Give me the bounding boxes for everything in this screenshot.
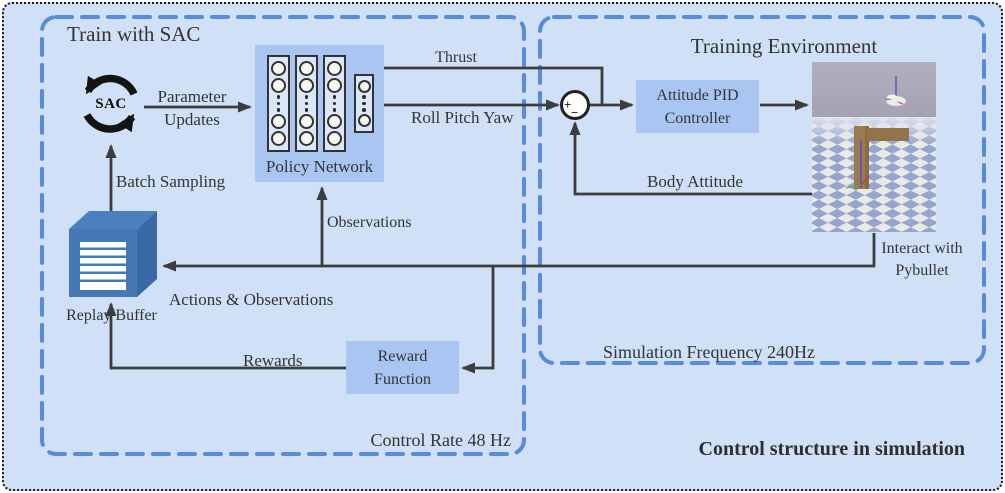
neuron	[299, 61, 314, 76]
neuron	[327, 61, 342, 76]
neuron	[271, 131, 286, 146]
neuron	[271, 113, 286, 129]
neuron	[271, 78, 286, 94]
thrust-label: Thrust	[435, 49, 477, 66]
ellipsis-dots	[362, 95, 366, 112]
edge-to-reward-function	[461, 266, 495, 374]
nn-layer-1	[267, 55, 290, 152]
env-box-border	[538, 15, 986, 365]
ellipsis-dots	[304, 95, 309, 112]
rewards-label: Rewards	[243, 351, 303, 370]
body-attitude-label: Body Attitude	[647, 172, 743, 191]
reward-function-node: Reward Function	[346, 341, 459, 394]
pybullet-3d-scene	[812, 62, 936, 232]
neuron	[357, 114, 371, 127]
nn-layer-2	[295, 55, 318, 152]
nn-layer-3	[323, 55, 346, 152]
control-rate-label: Control Rate 48 Hz	[370, 430, 511, 450]
storage-box-icon	[69, 211, 157, 297]
interact-pybullet-label-line1: Interact with	[881, 240, 963, 257]
env-box-title: Training Environment	[690, 34, 878, 58]
attitude-pid-node: Attitude PID Controller	[636, 80, 759, 133]
neuron	[327, 78, 342, 94]
replay-buffer-label: Replay Buffer	[66, 307, 157, 324]
sum-plus-sign: +	[564, 97, 572, 112]
neuron	[327, 113, 342, 129]
train-box-title: Train with SAC	[67, 22, 201, 46]
diagram-caption: Control structure in simulation	[698, 438, 966, 460]
policy-network-label: Policy Network	[265, 157, 374, 176]
interact-pybullet-label-line2: Pybullet	[895, 262, 949, 279]
edge-rewards	[105, 302, 346, 370]
neuron	[357, 80, 371, 93]
actions-observations-label: Actions & Observations	[169, 290, 334, 309]
pid-label-line2: Controller	[664, 109, 731, 127]
nn-layer-4	[354, 74, 374, 133]
observations-label: Observations	[327, 214, 412, 231]
sac-cycle-icon	[83, 74, 138, 133]
neuron	[299, 78, 314, 94]
edge-body-attitude	[569, 121, 812, 196]
drone-marker	[884, 76, 907, 107]
parameter-updates-label-line2: Updates	[164, 110, 220, 129]
simulation-frequency-label: Simulation Frequency 240Hz	[603, 342, 815, 362]
plus-minus-circle-icon	[560, 90, 590, 120]
neuron	[327, 131, 342, 146]
train-box-border	[40, 15, 526, 456]
policy-network-node: Policy Network	[255, 45, 384, 182]
batch-sampling-label: Batch Sampling	[116, 172, 226, 191]
diagram-shapes-layer	[40, 15, 986, 456]
ellipsis-dots	[332, 95, 337, 112]
reward-label-line1: Reward	[377, 347, 428, 365]
edge-interact-pybullet	[162, 233, 876, 272]
sum-minus-sign: −	[571, 105, 579, 120]
wooden-pendulum	[845, 126, 909, 189]
ellipsis-dots	[276, 95, 281, 112]
edge-thrust	[382, 66, 604, 105]
roll-pitch-yaw-label: Roll Pitch Yaw	[411, 108, 514, 127]
sac-label: SAC	[95, 96, 127, 112]
reward-label-line2: Function	[374, 370, 431, 388]
neuron	[271, 61, 286, 76]
pid-label-line1: Attitude PID	[656, 86, 739, 104]
neuron	[299, 131, 314, 146]
neuron	[299, 113, 314, 129]
parameter-updates-label-line1: Parameter	[157, 87, 227, 106]
